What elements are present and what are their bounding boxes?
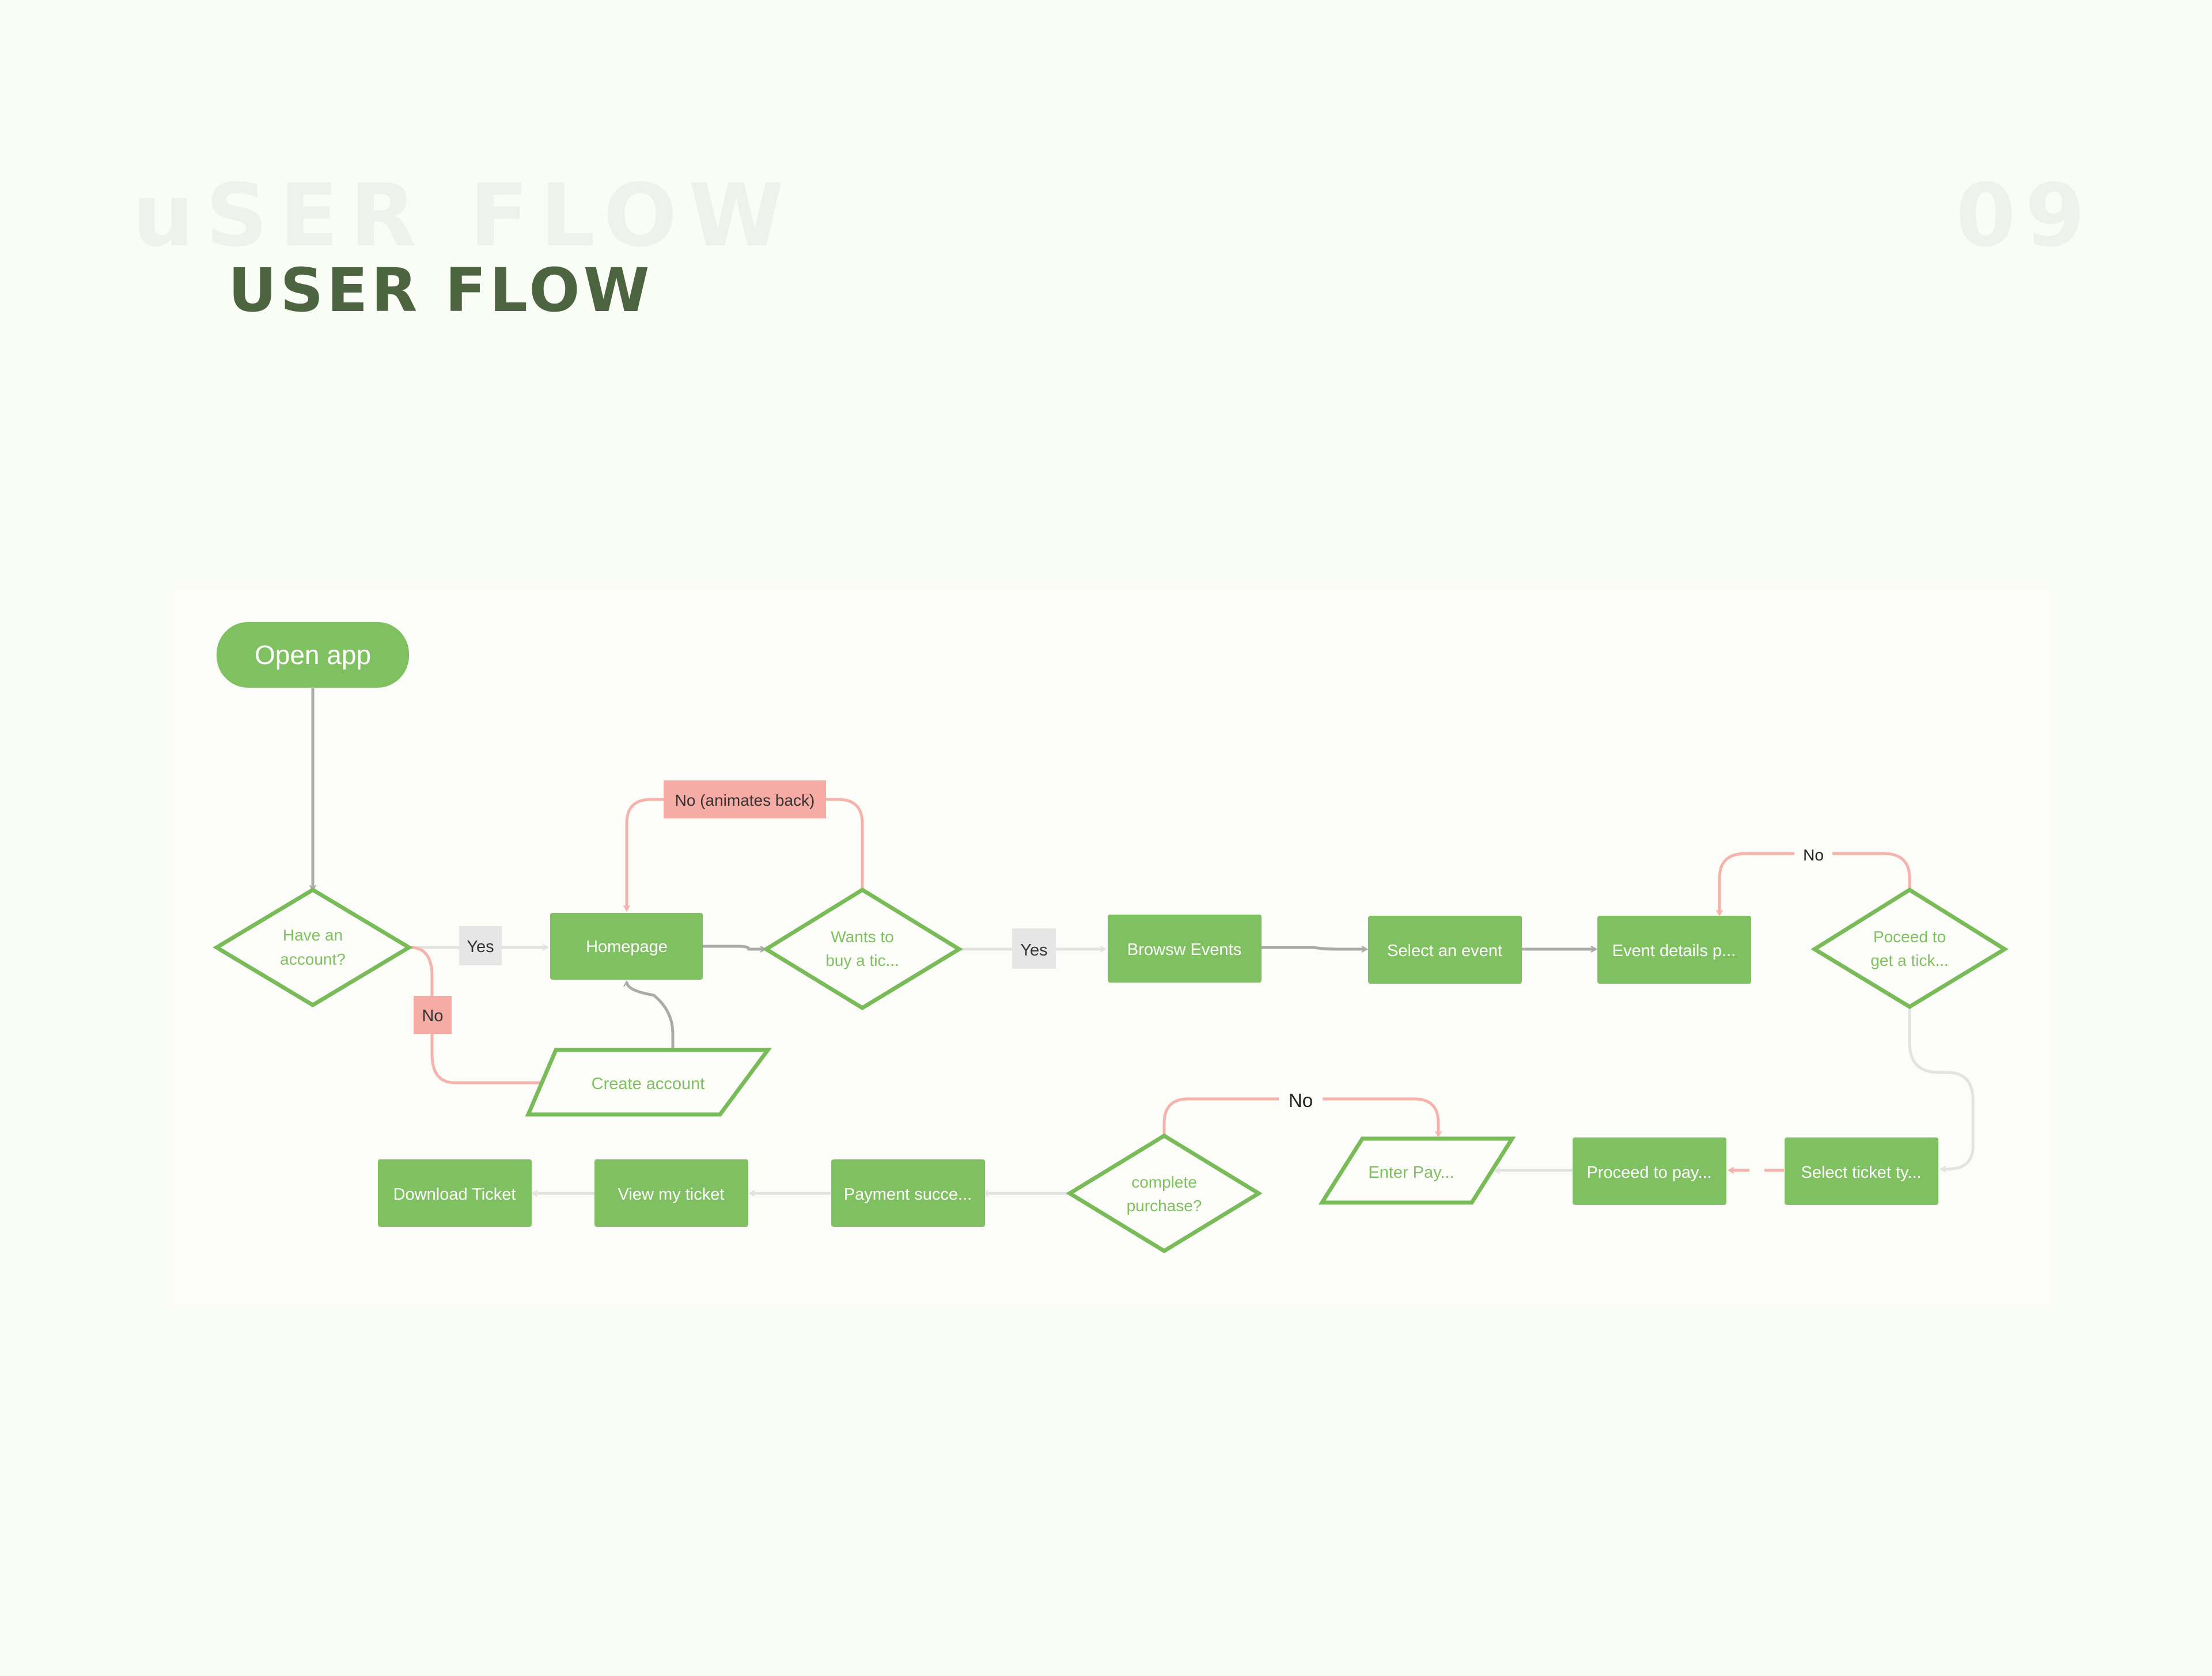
node-open-app: Open app (217, 622, 409, 688)
node-select-ticket-type: Select ticket ty... (1785, 1137, 1938, 1205)
node-complete-purchase: complete purchase? (1066, 1133, 1263, 1254)
node-select-event: Select an event (1368, 916, 1522, 984)
svg-text:Payment succe...: Payment succe... (844, 1185, 972, 1204)
svg-text:No: No (422, 1007, 443, 1025)
svg-text:No (animates back): No (animates back) (675, 791, 815, 809)
svg-text:Open app: Open app (255, 640, 371, 670)
svg-text:Event details p...: Event details p... (1612, 942, 1736, 960)
node-view-ticket: View my ticket (594, 1159, 748, 1227)
node-homepage: Homepage (550, 913, 703, 980)
page-title: USER FLOW (228, 255, 653, 325)
background-title-watermark: uSER FLOW (132, 166, 796, 266)
svg-text:Proceed to pay...: Proceed to pay... (1586, 1163, 1711, 1182)
svg-text:Wants to: Wants to (831, 928, 893, 946)
svg-text:Create account: Create account (592, 1075, 705, 1093)
svg-text:Enter Pay...: Enter Pay... (1368, 1163, 1454, 1182)
label-buy-yes: Yes (1012, 928, 1056, 969)
node-wants-to-buy: Wants to buy a tic... (762, 887, 963, 1011)
label-purchase-no: No (1279, 1086, 1323, 1113)
svg-text:Homepage: Homepage (586, 938, 668, 956)
svg-text:get a tick...: get a tick... (1870, 951, 1948, 969)
node-download-ticket: Download Ticket (378, 1159, 532, 1227)
svg-text:No: No (1289, 1090, 1313, 1111)
node-payment-success: Payment succe... (831, 1159, 985, 1227)
svg-text:Yes: Yes (467, 938, 494, 956)
svg-text:Yes: Yes (1020, 941, 1047, 960)
svg-text:complete: complete (1131, 1173, 1197, 1191)
label-account-yes: Yes (459, 926, 502, 965)
svg-text:Have an: Have an (283, 926, 343, 944)
edge-create-to-home (627, 982, 675, 1048)
svg-text:Select an event: Select an event (1387, 942, 1502, 960)
node-proceed-pay: Proceed to pay... (1573, 1137, 1726, 1205)
svg-text:No: No (1803, 846, 1824, 864)
label-ticket-no: No (1794, 842, 1832, 866)
svg-text:buy a tic...: buy a tic... (825, 951, 899, 969)
node-event-details: Event details p... (1597, 916, 1751, 984)
svg-text:Download Ticket: Download Ticket (393, 1185, 516, 1204)
edge-account-no (410, 946, 550, 1083)
svg-text:View my ticket: View my ticket (618, 1185, 725, 1204)
edge-browse-to-select (1262, 947, 1366, 949)
svg-text:purchase?: purchase? (1127, 1197, 1202, 1215)
svg-text:Select ticket ty...: Select ticket ty... (1801, 1163, 1922, 1182)
node-enter-payment: Enter Pay... (1318, 1136, 1516, 1205)
label-account-no: No (414, 996, 452, 1034)
node-proceed-ticket: Poceed to get a tick... (1810, 887, 2009, 1010)
edge-ticket-to-type (1908, 1007, 1975, 1169)
svg-text:account?: account? (280, 950, 346, 968)
node-create-account: Create account (525, 1048, 772, 1117)
svg-text:Poceed to: Poceed to (1873, 928, 1946, 946)
label-no-animates-back: No (animates back) (664, 780, 826, 818)
edge-home-to-wants (703, 945, 765, 949)
page-number-watermark: 09 (1956, 166, 2094, 266)
svg-text:Browsw Events: Browsw Events (1127, 941, 1241, 959)
node-have-account: Have an account? (213, 887, 413, 1008)
node-browse-events: Browsw Events (1108, 915, 1262, 983)
